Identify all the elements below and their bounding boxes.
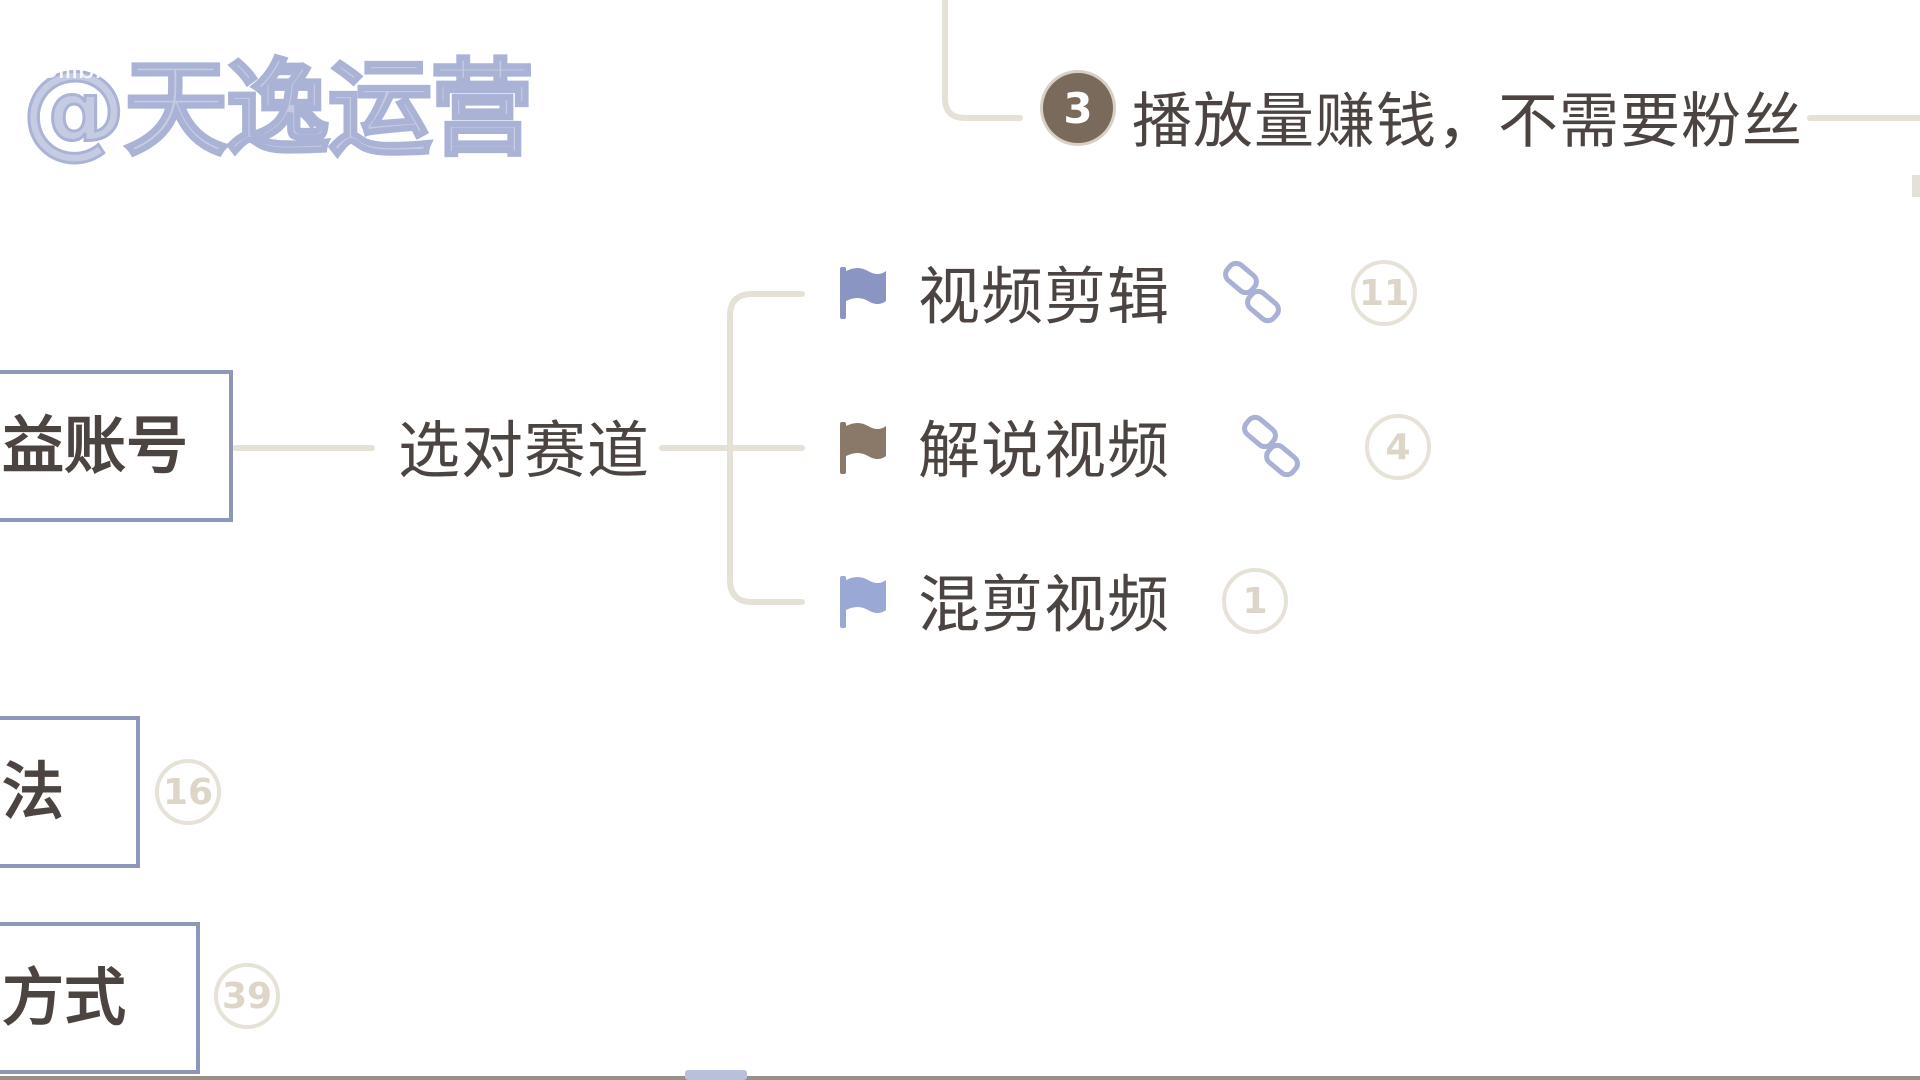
count-badge[interactable]: 11 <box>1351 260 1417 326</box>
count-badge-value: 1 <box>1242 580 1268 622</box>
topic-lower-box-2[interactable]: 方式 <box>0 922 200 1074</box>
link-icon[interactable] <box>1217 258 1287 328</box>
topic-middle[interactable]: 选对赛道 <box>398 414 651 487</box>
flag-icon <box>840 576 886 628</box>
count-badge[interactable]: 1 <box>1222 568 1288 634</box>
topic-parent-box[interactable]: 益账号 <box>0 370 233 522</box>
topic-child-1[interactable]: 视频剪辑 <box>918 260 1171 333</box>
watermark-sub: Bilibili <box>38 52 115 85</box>
topic-parent-label: 益账号 <box>2 409 189 482</box>
count-badge-value: 11 <box>1358 272 1410 314</box>
branch-number-badge: 3 <box>1043 73 1113 143</box>
topic-top-branch[interactable]: 播放量赚钱，不需要粉丝 <box>1132 87 1803 157</box>
topic-lower-label-1: 法 <box>2 755 65 828</box>
bottom-divider <box>0 1076 1920 1080</box>
topic-child-2[interactable]: 解说视频 <box>918 414 1171 487</box>
branch-number: 3 <box>1063 83 1093 133</box>
count-badge[interactable]: 4 <box>1365 414 1431 480</box>
count-badge[interactable]: 39 <box>214 963 280 1029</box>
horizontal-scroll-handle[interactable] <box>685 1070 747 1080</box>
topic-lower-box-1[interactable]: 法 <box>0 716 140 868</box>
count-badge-value: 39 <box>221 975 273 1017</box>
watermark-logo: @天逸运营 <box>20 47 535 172</box>
count-badge-value: 16 <box>162 771 214 813</box>
link-icon[interactable] <box>1236 412 1306 482</box>
topic-child-3[interactable]: 混剪视频 <box>918 568 1171 641</box>
flag-icon <box>840 267 886 319</box>
count-badge-value: 4 <box>1385 426 1411 468</box>
count-badge[interactable]: 16 <box>155 759 221 825</box>
topic-lower-label-2: 方式 <box>2 961 127 1034</box>
connector-top-branch <box>942 0 1023 121</box>
flag-icon <box>840 422 886 474</box>
scroll-indicator <box>1912 175 1920 197</box>
